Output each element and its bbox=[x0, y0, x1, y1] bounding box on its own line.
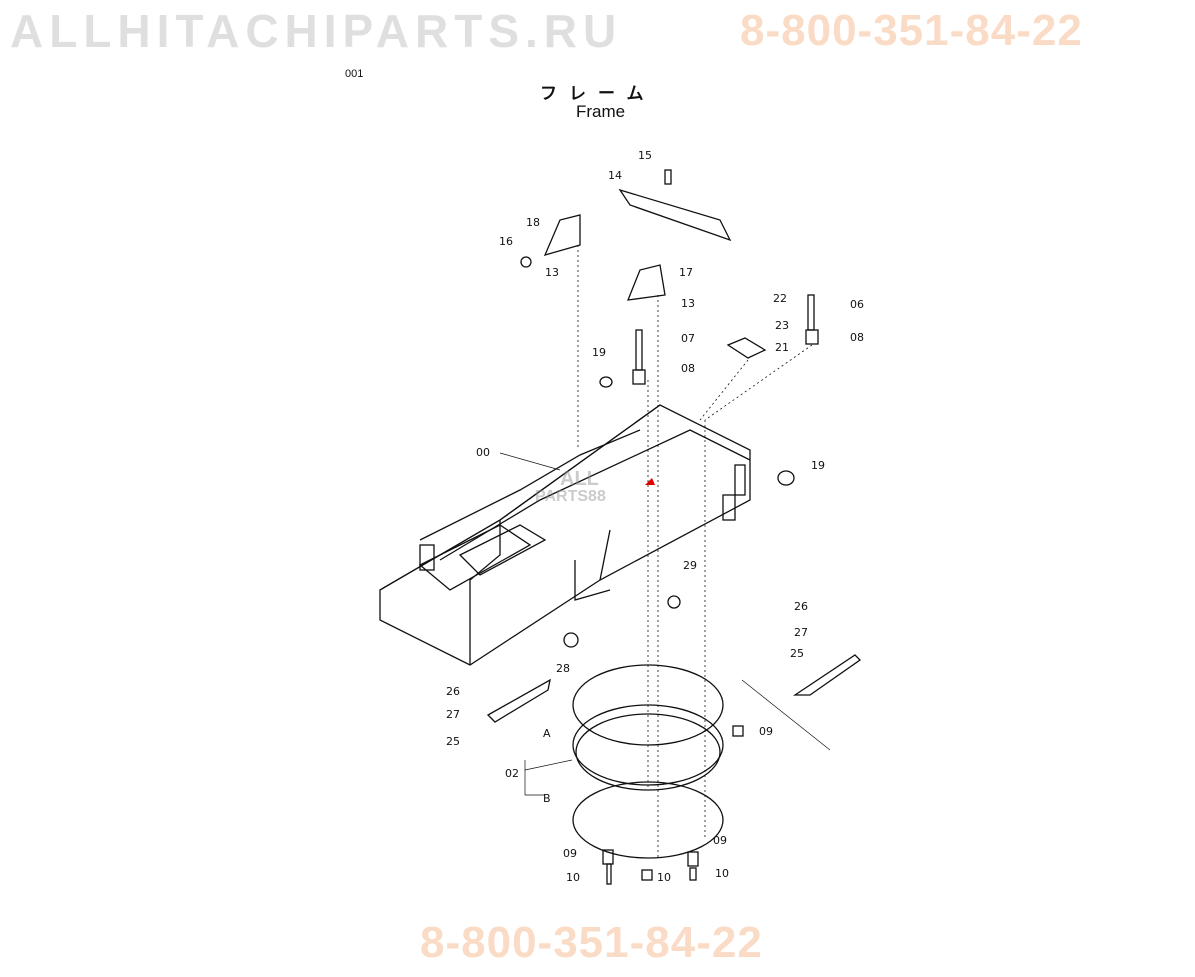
nut-29 bbox=[667, 595, 681, 609]
nut-28 bbox=[563, 632, 579, 648]
callout: 27 bbox=[794, 626, 808, 639]
nut-10-center bbox=[641, 869, 653, 881]
main-frame-00 bbox=[379, 404, 751, 666]
collar-09-right bbox=[687, 851, 699, 867]
bolt-10-left bbox=[606, 863, 612, 885]
collar-08 bbox=[632, 369, 646, 385]
callout: A bbox=[543, 727, 551, 740]
callout: 10 bbox=[566, 871, 580, 884]
callout: 21 bbox=[775, 341, 789, 354]
callout: 09 bbox=[713, 834, 727, 847]
cover-25-right bbox=[792, 654, 862, 696]
bushing-19 bbox=[599, 376, 613, 388]
title-japanese: フレーム bbox=[540, 84, 656, 103]
callout: 19 bbox=[592, 346, 606, 359]
callout: 09 bbox=[759, 725, 773, 738]
callout: B bbox=[543, 792, 551, 805]
nut-09 bbox=[732, 725, 744, 737]
callout: 25 bbox=[790, 647, 804, 660]
callout: 19 bbox=[811, 459, 825, 472]
callout: 06 bbox=[850, 298, 864, 311]
callout: 09 bbox=[563, 847, 577, 860]
callout: 22 bbox=[773, 292, 787, 305]
page-number: 001 bbox=[345, 68, 364, 80]
callout: 17 bbox=[679, 266, 693, 279]
callout: 10 bbox=[657, 871, 671, 884]
callout: 15 bbox=[638, 149, 652, 162]
watermark-logo-top: ALL bbox=[560, 468, 599, 490]
callout: 25 bbox=[446, 735, 460, 748]
callout: 10 bbox=[715, 867, 729, 880]
plate-21 bbox=[726, 337, 767, 359]
callout: 13 bbox=[545, 266, 559, 279]
callout: 16 bbox=[499, 235, 513, 248]
collar-08b bbox=[805, 329, 819, 345]
title-english: Frame bbox=[576, 102, 626, 121]
watermark-site: ALLHITACHIPARTS.RU bbox=[10, 5, 623, 57]
callout: 27 bbox=[446, 708, 460, 721]
callout: 28 bbox=[556, 662, 570, 675]
callout: 07 bbox=[681, 332, 695, 345]
callout: 29 bbox=[683, 559, 697, 572]
bolt-15 bbox=[664, 169, 672, 185]
nut-16 bbox=[520, 256, 532, 268]
bolt-10-right bbox=[689, 867, 697, 881]
cover-25-left bbox=[486, 678, 551, 723]
bushing-19b bbox=[777, 470, 795, 486]
callout: 26 bbox=[446, 685, 460, 698]
callout: 14 bbox=[608, 169, 622, 182]
callout: 02 bbox=[505, 767, 519, 780]
callout: 08 bbox=[850, 331, 864, 344]
callout: 18 bbox=[526, 216, 540, 229]
callout: 08 bbox=[681, 362, 695, 375]
callout: 26 bbox=[794, 600, 808, 613]
callout: 00 bbox=[476, 446, 490, 459]
bracket-17 bbox=[626, 264, 666, 301]
bolt-06 bbox=[807, 294, 815, 331]
callout: 13 bbox=[681, 297, 695, 310]
watermark-logo-bottom: PARTS88 bbox=[535, 488, 606, 505]
red-marker bbox=[645, 478, 655, 485]
watermark-phone-top: 8-800-351-84-22 bbox=[740, 6, 1083, 55]
callout: 23 bbox=[775, 319, 789, 332]
plate-14 bbox=[618, 188, 732, 242]
bracket-18 bbox=[543, 214, 581, 257]
bolt-07 bbox=[635, 329, 643, 371]
watermark-phone-bottom: 8-800-351-84-22 bbox=[420, 918, 763, 967]
